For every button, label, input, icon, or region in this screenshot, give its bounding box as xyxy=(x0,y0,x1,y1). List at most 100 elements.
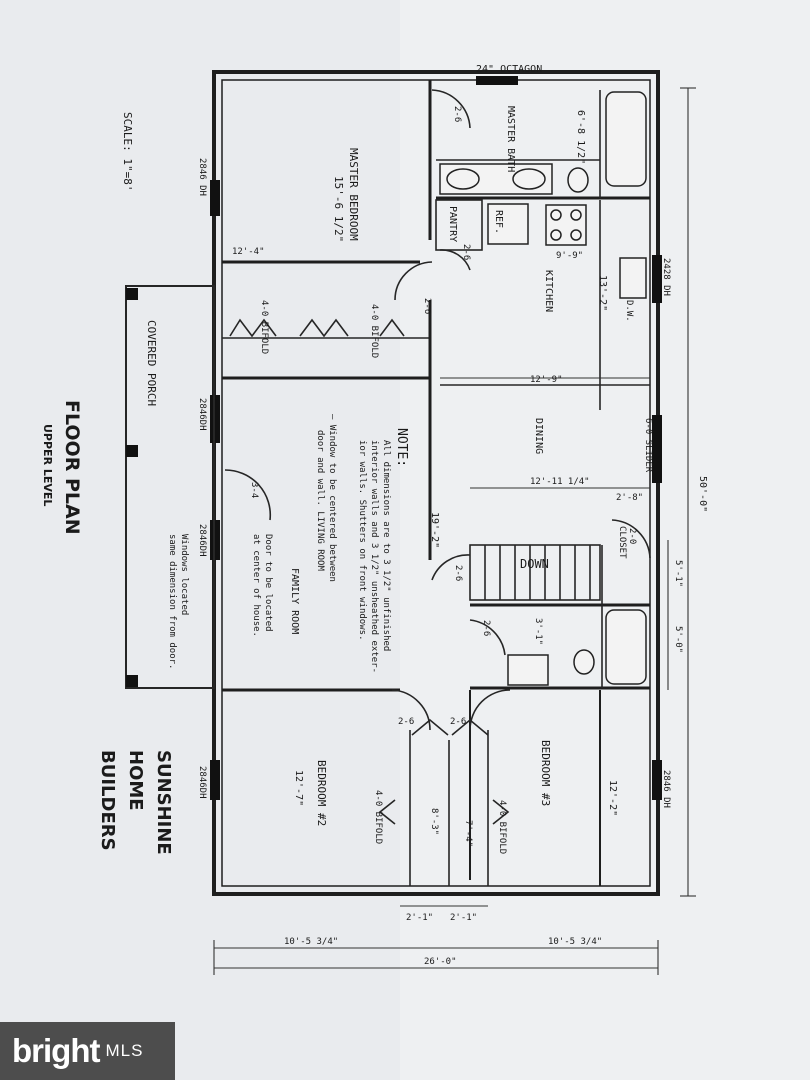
dim-12-9: 12'-9" xyxy=(530,375,563,385)
note-line5: door and wall. LIVING ROOM xyxy=(315,430,325,571)
dim-5-1: 5'-1" xyxy=(673,560,683,587)
door-label-b: 2-6 xyxy=(422,298,432,314)
interior-walls xyxy=(222,80,650,886)
company-line1: SUNSHINE xyxy=(153,750,174,855)
dim-9-9: 9'-9" xyxy=(556,251,583,261)
bifold-label-a: 4-0 BIFOLD xyxy=(259,300,269,354)
bedroom2-dim: 12'-7" xyxy=(293,770,304,806)
door-label-a: 2-6 xyxy=(452,106,462,122)
note-line3: ior walls. Shutters on front windows. xyxy=(357,440,367,640)
window-label-mid: 2846DH xyxy=(197,398,207,431)
company-line3: BUILDERS xyxy=(97,750,118,851)
bifold-label-b: 4-0 BIFOLD xyxy=(369,304,379,358)
window-label-bot: 2846DH xyxy=(197,766,207,799)
dim-2-1-a: 2'-1" xyxy=(406,913,433,923)
window-label-top: 2846 DH xyxy=(197,158,207,196)
door-label-d: 2-6 xyxy=(453,565,463,581)
dim-5-0: 5'-0" xyxy=(673,626,683,653)
kitchen-sink-icon xyxy=(619,257,647,299)
fixtures xyxy=(439,91,647,686)
dim-6-8-half: 6'-8 1/2" xyxy=(575,110,586,164)
fixture-labels: 24" OCTAGON 2846 DH 2846DH 2846DH 2846DH… xyxy=(197,64,671,854)
master-bedroom-label: MASTER BEDROOM xyxy=(347,148,360,241)
bathtub-master xyxy=(605,91,647,187)
door-note-line2: at center of house. xyxy=(251,534,261,637)
window-note-line1: Windows located xyxy=(179,534,189,615)
bifold-label-d: 4-0 BIFOLD xyxy=(497,800,507,854)
floor-plan-subtitle: UPPER LEVEL xyxy=(41,424,54,506)
vanity-hall xyxy=(507,654,549,686)
room-labels: MASTER BEDROOM 15'-6 1/2" MASTER BATH 6'… xyxy=(145,106,634,826)
bedroom3-label: BEDROOM #3 xyxy=(539,740,552,806)
door-label-f: 2-6 xyxy=(398,717,414,727)
dishwasher-label: D.W. xyxy=(624,300,634,322)
sink-icon xyxy=(512,168,546,190)
dimension-lines xyxy=(213,87,696,975)
dim-3-1: 3'-1" xyxy=(533,618,543,645)
window-master-bedroom xyxy=(210,180,220,216)
note-line2: interior walls and 3 1/2" unsheathed ext… xyxy=(369,440,379,673)
stair-label: DOWN xyxy=(520,557,549,571)
refrigerator-icon xyxy=(487,203,529,245)
window-label-low: 2846DH xyxy=(197,524,207,557)
bathtub-hall xyxy=(605,609,647,685)
slider-door xyxy=(652,415,662,483)
toilet-icon xyxy=(567,167,589,193)
dim-10-5-b: 10'-5 3/4" xyxy=(548,937,602,947)
note-line4: — Window to be centered between xyxy=(327,414,337,582)
dim-12-4: 12'-4" xyxy=(232,247,265,257)
dim-2-8: 2'-8" xyxy=(616,493,643,503)
dim-19-2: 19'-2" xyxy=(429,512,440,548)
window-note-line2: same dimension from door. xyxy=(167,534,177,669)
bedroom2-label: BEDROOM #2 xyxy=(315,760,328,826)
door-label-34: 3-4 xyxy=(249,482,259,498)
door-label-c: 2-6 xyxy=(461,244,471,260)
watermark-brand: bright xyxy=(12,1032,100,1069)
scale-label: SCALE: 1"=8' xyxy=(121,112,134,191)
note-line1: All dimensions are to 3 1/2" unfinished xyxy=(381,440,391,651)
note-heading: NOTE: xyxy=(394,428,409,467)
slider-label: 6-0 SLIDER xyxy=(643,418,653,473)
dim-2-1-b: 2'-1" xyxy=(450,913,477,923)
sink-icon xyxy=(446,168,480,190)
door-note-line1: Door to be located xyxy=(263,534,273,632)
dimension-labels: 9'-9" 12'-4" 12'-9" 12'-11 1/4" 2'-8" 5'… xyxy=(232,247,708,967)
door-label-e: 2-6 xyxy=(481,620,491,636)
company-line2: HOME xyxy=(125,750,146,811)
refrigerator-label: REF. xyxy=(493,210,504,234)
toilet-icon xyxy=(573,649,595,675)
window-kitchen xyxy=(652,255,662,303)
window-bedroom2 xyxy=(210,760,220,800)
kitchen-dim: 13'-2" xyxy=(597,275,608,311)
covered-porch-label: COVERED PORCH xyxy=(145,320,158,406)
kitchen-label: KITCHEN xyxy=(543,270,554,312)
door-label-g: 2-6 xyxy=(450,717,466,727)
octagon-window-label: 24" OCTAGON xyxy=(476,64,542,75)
master-bedroom-dim: 15'-6 1/2" xyxy=(332,176,345,242)
dim-26: 26'-0" xyxy=(424,957,457,967)
exterior-wall-inner xyxy=(221,79,651,887)
paper-shade xyxy=(0,0,400,1080)
bifold-label-c: 4-0 BIFOLD xyxy=(373,790,383,844)
floor-plan-title: FLOOR PLAN xyxy=(61,400,83,535)
notes: NOTE: All dimensions are to 3 1/2" unfin… xyxy=(167,414,409,673)
watermark-suffix: MLS xyxy=(105,1041,144,1060)
dim-7-4: 7'-4" xyxy=(463,820,473,847)
master-bath-label: MASTER BATH xyxy=(505,106,516,172)
octagon-window xyxy=(476,76,518,85)
bedroom3-dim: 12'-2" xyxy=(607,780,618,816)
family-room-label: FAMILY ROOM xyxy=(289,568,300,634)
dim-12-11: 12'-11 1/4" xyxy=(530,477,590,487)
dim-50: 50'-0" xyxy=(697,476,708,512)
dining-label: DINING xyxy=(533,418,544,454)
window-label-2428: 2428 DH xyxy=(661,258,671,296)
covered-porch xyxy=(125,285,215,689)
dim-10-5-a: 10'-5 3/4" xyxy=(284,937,338,947)
bright-mls-watermark: bright MLS xyxy=(0,1022,175,1080)
closet-label: CLOSET xyxy=(617,526,627,559)
window-bedroom3 xyxy=(652,760,662,800)
title-block: FLOOR PLAN UPPER LEVEL SCALE: 1"=8' SUNS… xyxy=(41,112,174,855)
dim-8-3: 8'-3" xyxy=(429,808,439,835)
window-label-right: 2846 DH xyxy=(661,770,671,808)
